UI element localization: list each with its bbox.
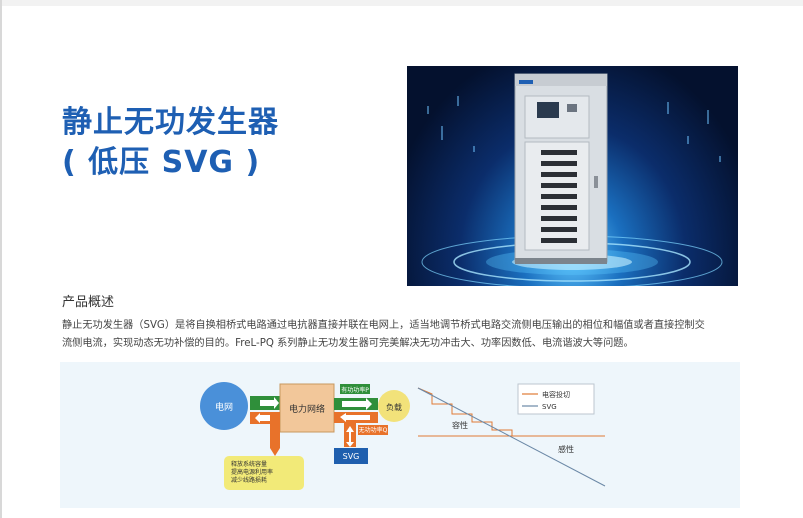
active-power-label: 有功功率P xyxy=(341,386,369,394)
arrow-note-path xyxy=(270,412,280,448)
svg-principle-diagram: 电力网络 有功功率P 无功功率Q SVG 电网 负载 释放系统容量 提高电源利用… xyxy=(60,362,740,508)
benefit-note-box xyxy=(224,456,304,490)
svg-cabinet-illustration xyxy=(421,73,723,286)
grid-circle xyxy=(200,382,248,430)
paragraph-line-1: 静止无功发生器（SVG）是将自换相桥式电路通过电抗器直接并联在电网上，适当地调节… xyxy=(62,320,705,331)
load-label: 负载 xyxy=(386,402,402,412)
title-line-2: ( 低压 SVG ) xyxy=(62,145,261,180)
svg-device-box xyxy=(334,448,368,464)
paragraph-line-2: 流侧电流，实现动态无功补偿的目的。FreL-PQ 系列静止无功发生器可完美解决无… xyxy=(62,338,634,349)
note-line-1: 释放系统容量 xyxy=(231,460,267,468)
load-circle xyxy=(378,390,410,422)
legend-svg-label: SVG xyxy=(542,403,557,411)
grid-label: 电网 xyxy=(215,401,233,413)
svg-device-label: SVG xyxy=(343,452,360,461)
top-bar xyxy=(0,0,803,6)
title-line-1: 静止无功发生器 xyxy=(62,105,279,140)
power-network-label: 电力网络 xyxy=(289,403,325,415)
capacitive-label: 容性 xyxy=(452,420,468,430)
section-title: 产品概述 xyxy=(62,295,115,310)
product-photo xyxy=(407,66,738,286)
reactive-power-label: 无功功率Q xyxy=(359,426,388,434)
overview-paragraph: 静止无功发生器（SVG）是将自换相桥式电路通过电抗器直接并联在电网上，适当地调节… xyxy=(62,317,752,353)
left-border xyxy=(0,0,2,518)
note-line-3: 减少线路损耗 xyxy=(231,476,267,484)
inductive-label: 感性 xyxy=(558,444,574,454)
note-line-2: 提高电源利用率 xyxy=(231,468,273,476)
page-title: 静止无功发生器 ( 低压 SVG ) xyxy=(62,103,279,183)
legend-capacitor-label: 电容投切 xyxy=(542,390,570,399)
svg-compensation-line xyxy=(417,387,606,487)
chart-legend xyxy=(517,383,595,415)
